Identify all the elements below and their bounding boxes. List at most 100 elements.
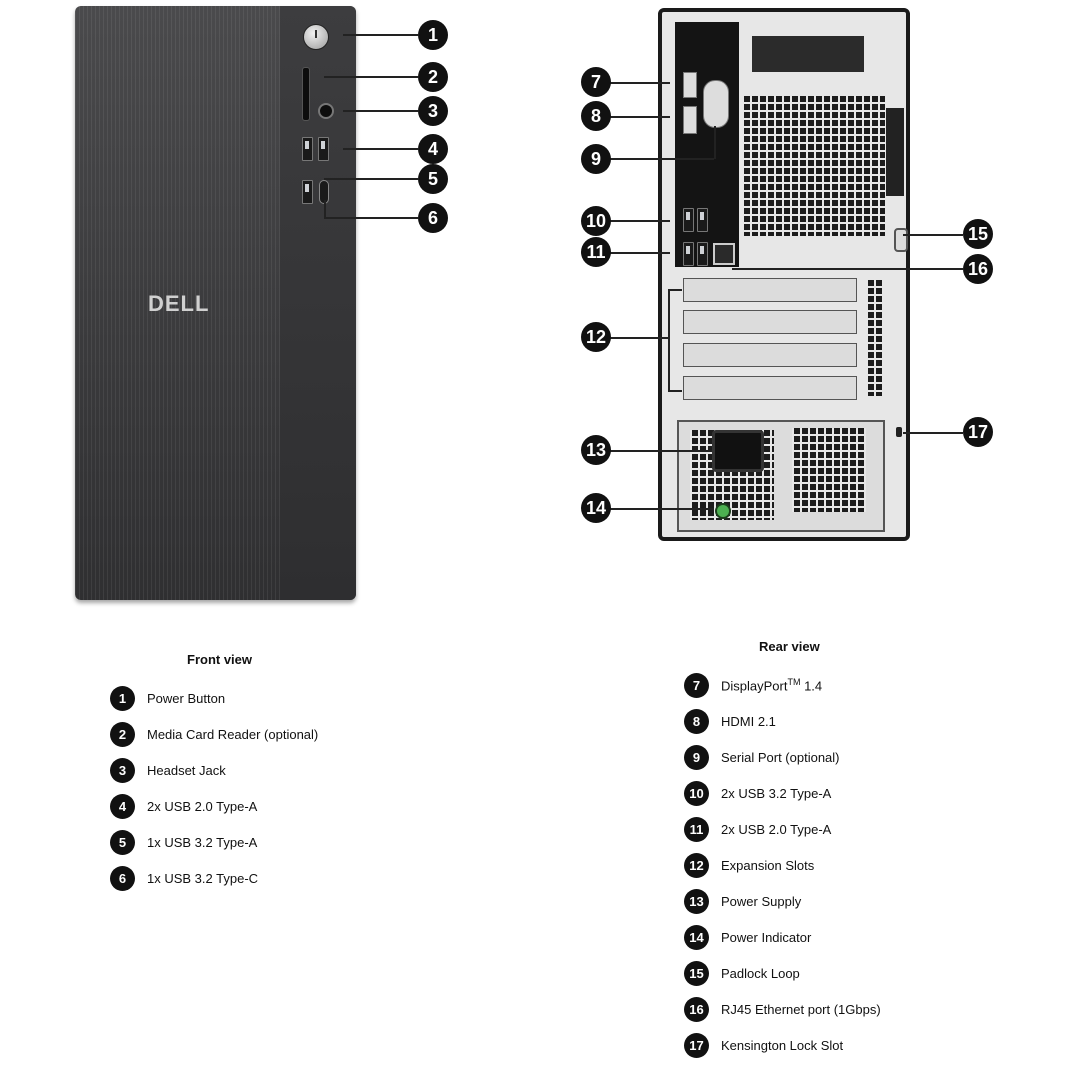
power-indicator-led	[715, 503, 731, 519]
callout-badge-6: 6	[418, 203, 448, 233]
front-legend-item: 3 Headset Jack	[110, 757, 226, 783]
front-legend-item: 4 2x USB 2.0 Type-A	[110, 793, 257, 819]
front-usb2-port-b	[318, 137, 329, 161]
callout-badge-7: 7	[581, 67, 611, 97]
callout-badge-17: 17	[963, 417, 993, 447]
legend-label: 2x USB 2.0 Type-A	[147, 798, 258, 814]
callout-badge-10: 10	[581, 206, 611, 236]
expansion-slot-1	[683, 278, 857, 302]
leader-line-14	[610, 508, 714, 510]
rear-legend-item: 7 DisplayPortTM 1.4	[684, 672, 822, 698]
rear-view-title: Rear view	[759, 639, 820, 654]
rear-legend-item: 9 Serial Port (optional)	[684, 744, 840, 770]
legend-badge: 2	[110, 721, 135, 747]
rear-legend-item: 15 Padlock Loop	[684, 960, 800, 986]
card-reader-slot	[302, 67, 310, 121]
callout-badge-16: 16	[963, 254, 993, 284]
legend-label: Power Button	[147, 690, 226, 706]
rear-legend-item: 10 2x USB 3.2 Type-A	[684, 780, 831, 806]
front-legend-item: 6 1x USB 3.2 Type-C	[110, 865, 258, 891]
legend-badge: 7	[684, 672, 709, 698]
kensington-slot	[896, 427, 902, 437]
leader-line-15	[903, 234, 963, 236]
legend-label: Padlock Loop	[721, 965, 800, 981]
front-legend-item: 2 Media Card Reader (optional)	[110, 721, 318, 747]
callout-badge-13: 13	[581, 435, 611, 465]
top-bracket-cutout	[752, 36, 864, 72]
legend-badge: 5	[110, 829, 135, 855]
rear-usb2-port-a	[683, 242, 694, 266]
headset-jack-icon	[318, 103, 334, 119]
legend-label-main: DisplayPort	[721, 678, 788, 694]
side-vent	[866, 280, 884, 396]
leader-line-7	[610, 82, 670, 84]
legend-badge: 8	[684, 708, 709, 734]
legend-badge: 10	[684, 780, 709, 806]
leader-line-17	[903, 432, 963, 434]
leader-line-16	[732, 268, 963, 270]
legend-badge: 12	[684, 852, 709, 878]
rear-fan-vent	[742, 96, 885, 236]
leader-line-13	[610, 450, 712, 452]
rear-usb2-port-b	[697, 242, 708, 266]
serial-port-cover	[703, 80, 729, 128]
rear-legend-item: 16 RJ45 Ethernet port (1Gbps)	[684, 996, 881, 1022]
legend-label: 1x USB 3.2 Type-C	[147, 870, 259, 886]
front-view-title: Front view	[187, 652, 253, 667]
leader-line-6v	[324, 200, 326, 218]
psu-vent-right	[792, 428, 866, 512]
leader-line-11	[610, 252, 670, 254]
legend-badge: 13	[684, 888, 709, 914]
front-io-panel	[280, 6, 356, 600]
callout-badge-15: 15	[963, 219, 993, 249]
legend-badge: 3	[110, 757, 135, 783]
legend-label: Power Supply	[721, 893, 802, 909]
expansion-slot-2	[683, 310, 857, 334]
leader-line-5	[324, 178, 418, 180]
callout-badge-4: 4	[418, 134, 448, 164]
leader-line-12	[610, 337, 668, 339]
legend-label: Serial Port (optional)	[721, 749, 840, 765]
legend-label: 2x USB 2.0 Type-A	[721, 821, 832, 837]
rear-usb3-port-a	[683, 208, 694, 232]
legend-label: Media Card Reader (optional)	[147, 726, 319, 742]
leader-line-2	[324, 76, 418, 78]
leader-line-10	[610, 220, 670, 222]
callout-badge-8: 8	[581, 101, 611, 131]
legend-badge: 1	[110, 685, 135, 711]
leader-line-4	[343, 148, 418, 150]
legend-label: Expansion Slots	[721, 857, 815, 873]
legend-badge: 9	[684, 744, 709, 770]
dell-logo: DELL	[148, 291, 210, 316]
leader-line-12b	[668, 390, 682, 392]
side-rail	[886, 108, 904, 196]
legend-label: HDMI 2.1	[721, 713, 776, 729]
rear-legend-item: 17 Kensington Lock Slot	[684, 1032, 843, 1058]
leader-line-9	[610, 158, 714, 160]
legend-badge: 4	[110, 793, 135, 819]
callout-badge-11: 11	[581, 237, 611, 267]
callout-badge-9: 9	[581, 144, 611, 174]
padlock-loop-icon	[894, 228, 908, 252]
leader-line-12a	[668, 289, 682, 291]
leader-line-3	[343, 110, 418, 112]
callout-badge-12: 12	[581, 322, 611, 352]
front-usb2-port-a	[302, 137, 313, 161]
power-button-icon	[303, 24, 329, 50]
callout-badge-1: 1	[418, 20, 448, 50]
legend-badge: 16	[684, 996, 709, 1022]
rear-legend-item: 11 2x USB 2.0 Type-A	[684, 816, 831, 842]
leader-line-9v	[714, 126, 716, 159]
legend-badge: 11	[684, 816, 709, 842]
expansion-slot-3	[683, 343, 857, 367]
legend-label: Power Indicator	[721, 929, 812, 945]
legend-badge: 6	[110, 865, 135, 891]
rj45-port	[713, 243, 735, 265]
callout-badge-14: 14	[581, 493, 611, 523]
leader-line-1	[343, 34, 418, 36]
expansion-slot-4	[683, 376, 857, 400]
rear-legend-item: 12 Expansion Slots	[684, 852, 814, 878]
legend-label: DisplayPortTM 1.4	[721, 677, 822, 693]
legend-label: 2x USB 3.2 Type-A	[721, 785, 832, 801]
front-legend-item: 1 Power Button	[110, 685, 225, 711]
